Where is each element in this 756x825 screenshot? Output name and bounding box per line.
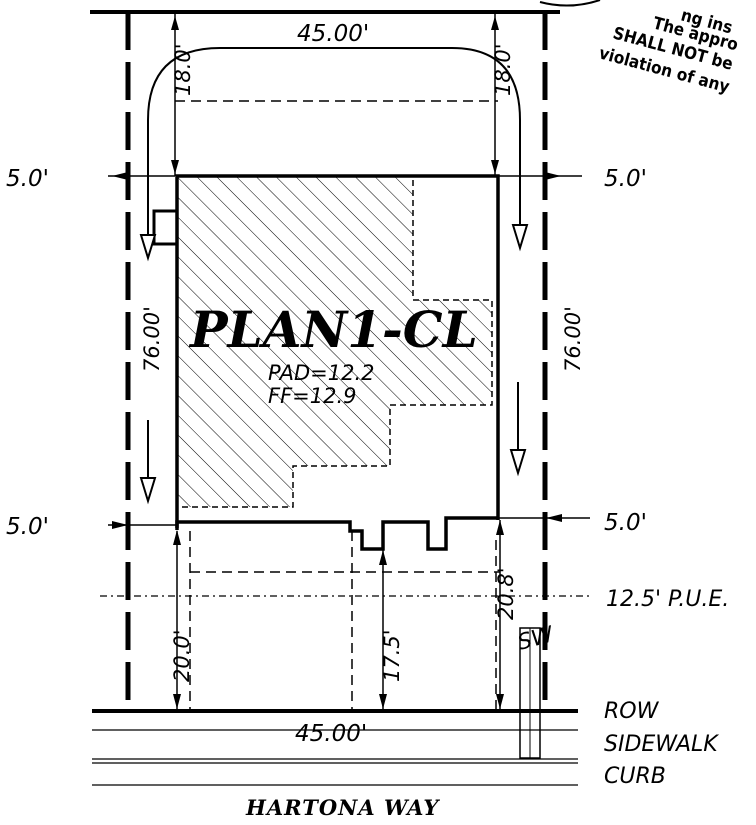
setback-left-top-label: 18.0' (171, 43, 195, 96)
sw-label: SW (515, 622, 557, 656)
house-footprint-hatch (176, 175, 493, 508)
sidewalk-label: SIDEWALK (604, 732, 719, 757)
dim-arrow (173, 694, 181, 709)
depth-right-label: 76.00' (561, 306, 585, 372)
side-right-top-label: 5.0' (604, 166, 647, 192)
drainage-arrowhead-left (139, 234, 157, 262)
setback-right-top-label: 18.0' (491, 43, 515, 96)
curb-label: CURB (604, 764, 666, 789)
dim-arrow (171, 160, 179, 174)
row-label: ROW (604, 699, 660, 724)
frontage-bottom-label: 45.00' (295, 721, 367, 747)
dim-arrow (112, 521, 128, 529)
street-name-label: HARTONA WAY (245, 795, 440, 820)
dim-arrow (491, 16, 499, 30)
dim-arrow (171, 16, 179, 30)
dim-arrow (545, 172, 561, 180)
depth-left-label: 76.00' (140, 306, 164, 372)
front-left-label: 20.0' (170, 629, 194, 682)
drainage-arrowhead-right (511, 224, 529, 252)
front-right-label: 20.8' (494, 567, 518, 620)
drainage-arrowhead-right-lower (509, 449, 527, 477)
dim-arrow (546, 514, 562, 522)
side-left-bottom-label: 5.0' (6, 514, 49, 540)
garage-bump (152, 209, 177, 246)
frontage-top-label: 45.00' (297, 21, 369, 47)
building-front-outline (175, 516, 498, 551)
dim-arrow (379, 694, 387, 709)
drainage-arrow-left (147, 47, 521, 235)
front-middle-label: 17.5' (380, 629, 404, 682)
plan-name-label: PLAN1-CL (188, 300, 478, 359)
dim-arrow (379, 550, 387, 565)
stamp-border-icon (539, 0, 601, 7)
dim-arrow (496, 694, 504, 709)
finish-floor-label: FF=12.9 (268, 384, 357, 408)
drainage-arrowhead-left-lower (139, 477, 157, 505)
pue-label: 12.5' P.U.E. (606, 587, 729, 612)
dim-arrow (491, 160, 499, 174)
dim-arrow (496, 520, 504, 535)
dim-arrow (173, 530, 181, 545)
side-left-top-label: 5.0' (6, 166, 49, 192)
side-right-bottom-label: 5.0' (604, 510, 647, 536)
pad-elevation-label: PAD=12.2 (268, 361, 375, 385)
dim-arrow (112, 172, 128, 180)
